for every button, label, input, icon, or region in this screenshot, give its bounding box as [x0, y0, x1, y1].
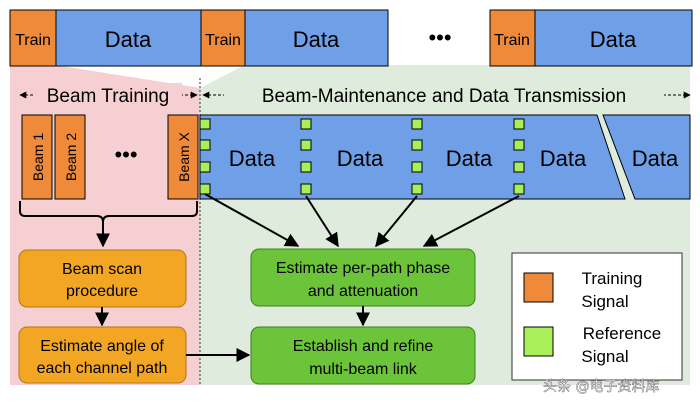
legend-training-line-2: Signal: [581, 292, 628, 311]
watermark: 头条 @电子资料库: [543, 378, 659, 395]
reference-marker: [513, 161, 525, 173]
data-label-3: Data: [590, 27, 637, 52]
establish-link-line-2: multi-beam link: [309, 361, 418, 378]
train-slot-1: [9, 9, 57, 67]
establish-link-line-1: Establish and refine: [293, 338, 434, 355]
phase-headers: Beam Training Beam-Maintenance and Data …: [19, 83, 691, 107]
flow-arrows: [95, 193, 520, 362]
legend-reference-swatch: [523, 326, 554, 357]
reference-marker: [199, 183, 211, 195]
reference-marker: [199, 139, 211, 151]
reference-marker: [300, 161, 312, 173]
train-label-2: Train: [205, 32, 241, 49]
data-slot-1: [55, 9, 202, 67]
beam-1-label: Beam 1: [30, 133, 46, 181]
estimate-angle-line-1: Estimate angle of: [40, 338, 164, 355]
data-label-1: Data: [105, 27, 152, 52]
legend-training-line-1: Training: [582, 269, 643, 288]
ref3-to-phase-arrow: [375, 195, 418, 248]
beam-scan-line-2: procedure: [66, 283, 138, 300]
legend-training-swatch: [523, 272, 554, 303]
reference-marker: [300, 118, 312, 130]
legend-reference-line-1: Reference: [583, 324, 661, 343]
reference-marker: [411, 183, 423, 195]
reference-marker: [199, 118, 211, 130]
data-block-1: Data: [229, 146, 276, 171]
data-block-5: Data: [632, 146, 679, 171]
beam-x-block: [167, 114, 199, 200]
reference-marker: [411, 118, 423, 130]
reference-marker: [199, 161, 211, 173]
reference-marker: [300, 139, 312, 151]
reference-markers: [199, 118, 525, 195]
beam-sweep: Beam 1 Beam 2 Beam X •••: [21, 114, 199, 200]
frame-sequence: Train Data Train Data ••• Train Data: [9, 9, 693, 67]
data-block-2: Data: [337, 146, 384, 171]
reference-marker: [513, 183, 525, 195]
train-slot-2: [200, 9, 246, 67]
data-slot-2: [244, 9, 389, 67]
beam-1-block: [21, 114, 53, 200]
legend-reference-line-2: Signal: [581, 347, 628, 366]
estimate-phase-line-1: Estimate per-path phase: [276, 260, 450, 277]
ref2-to-phase-arrow: [305, 195, 339, 248]
reference-marker: [300, 183, 312, 195]
reference-marker: [411, 161, 423, 173]
data-block-3: Data: [446, 146, 493, 171]
train-label-3: Train: [494, 32, 530, 49]
ref1-to-phase-arrow: [204, 193, 300, 247]
beam-ellipsis: •••: [114, 142, 137, 167]
data-stream: Data Data Data Data Data: [199, 114, 691, 200]
data-label-2: Data: [293, 27, 340, 52]
beam-scan-line-1: Beam scan: [62, 261, 142, 278]
beam-2-label: Beam 2: [63, 133, 79, 181]
reference-marker: [411, 139, 423, 151]
beam-x-label: Beam X: [176, 131, 192, 181]
beam-training-label: Beam Training: [47, 86, 170, 107]
flow-boxes: Beam scan procedure Estimate angle of ea…: [18, 248, 476, 385]
reference-marker: [513, 118, 525, 130]
frame-ellipsis: •••: [428, 25, 451, 50]
train-label-1: Train: [15, 32, 51, 49]
estimate-angle-line-2: each channel path: [37, 360, 168, 377]
data-slot-3: [534, 9, 693, 67]
beam-2-block: [54, 114, 86, 200]
establish-link-box: [250, 326, 476, 385]
reference-marker: [513, 139, 525, 151]
estimate-phase-line-2: and attenuation: [308, 283, 418, 300]
ref4-to-phase-arrow: [422, 195, 520, 247]
data-block-4: Data: [540, 146, 587, 171]
legend: Training Signal Reference Signal: [511, 252, 683, 381]
data-stream-tail: [602, 114, 691, 200]
beam-maintenance-label: Beam-Maintenance and Data Transmission: [262, 86, 626, 107]
